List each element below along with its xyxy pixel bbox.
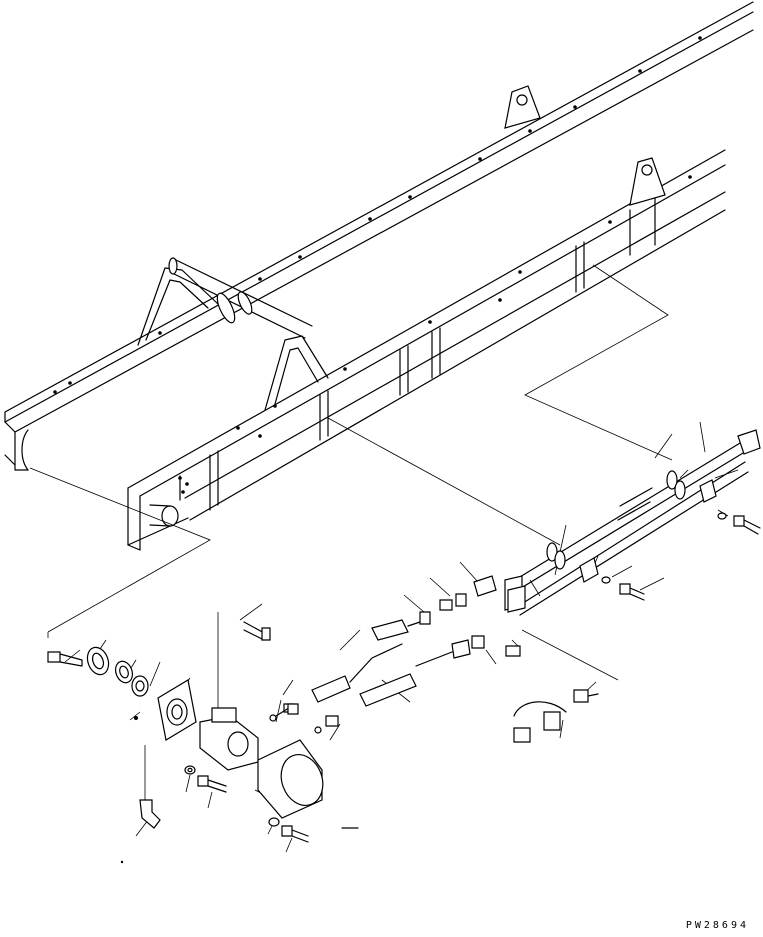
drive-parts [48,622,330,842]
small-marks [120,716,358,864]
tube-assembly [505,430,760,615]
hoses-and-fittings [288,576,598,742]
diagram-code: PW28694 [685,920,749,931]
conveyor-frame-lower [128,150,725,550]
bolt-left [48,652,82,666]
leader-lines [30,265,738,852]
pulley-shaft [169,258,312,338]
conveyor-frame-upper [5,2,753,470]
